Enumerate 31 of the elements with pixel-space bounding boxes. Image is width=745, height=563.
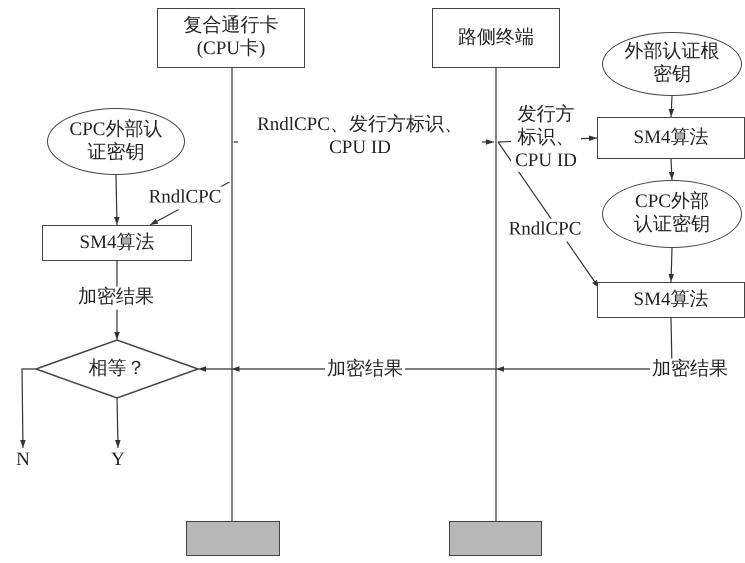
node-text: CPC外部认证密钥: [633, 191, 711, 237]
edge-label: 发行方标识、CPU ID: [511, 104, 581, 172]
lifeline: [230, 68, 234, 521]
lifeline: [494, 68, 498, 521]
connector-arrow: [115, 398, 121, 448]
decision-diamond: [34, 339, 200, 399]
edge-label: RndlCPC: [146, 186, 224, 210]
connector-arrow: [20, 368, 36, 448]
connector-arrow: [668, 96, 674, 118]
process-box: [597, 117, 745, 159]
node-text: SM4算法: [78, 232, 156, 254]
terminal-bar: [449, 521, 542, 556]
node-text: SM4算法: [632, 288, 710, 312]
node-text: 复合通行卡(CPU卡): [182, 15, 280, 61]
node-text: Y: [110, 448, 126, 472]
process-box: [157, 8, 305, 68]
node-text: 路侧终端: [457, 26, 535, 50]
process-box: [42, 225, 192, 261]
node-text: SM4算法: [632, 126, 710, 150]
connector-arrow: [668, 248, 674, 282]
node-text: CPC外部认证密钥: [68, 118, 164, 164]
process-box: [597, 282, 745, 318]
connector-arrow: [114, 174, 120, 226]
process-box: [432, 8, 560, 68]
terminal-bar: [186, 521, 280, 556]
node-text: 外部认证根密钥: [624, 41, 720, 87]
edge-label: RndlCPC: [506, 218, 584, 242]
edge-label: 加密结果: [76, 286, 156, 310]
node-text: 相等？: [88, 358, 146, 380]
connector-arrow: [668, 158, 674, 180]
node-text: N: [15, 448, 31, 472]
